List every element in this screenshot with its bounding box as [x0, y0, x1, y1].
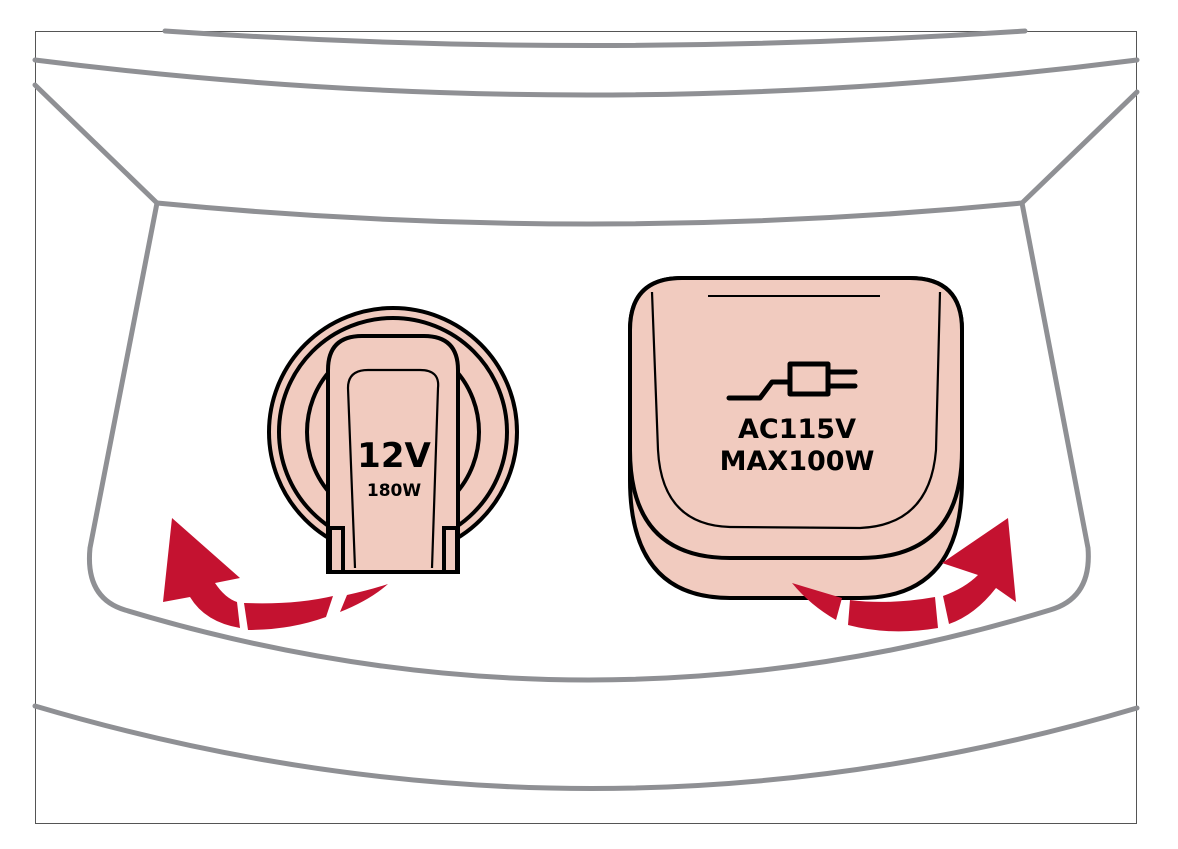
outlet-ac-cover[interactable]: [628, 276, 964, 560]
outlet-ac[interactable]: AC115V MAX100W: [628, 276, 964, 600]
plug-icon: [726, 361, 858, 401]
socket-12v[interactable]: 12V 180W: [267, 306, 519, 574]
outlet-ac-voltage: AC115V: [738, 414, 856, 445]
socket-12v-power: 180W: [367, 481, 421, 501]
socket-12v-voltage: 12V: [357, 436, 431, 476]
socket-12v-cap[interactable]: [326, 334, 460, 574]
frame: [35, 31, 1137, 824]
open-direction-arrow-right: [792, 518, 1016, 632]
open-direction-arrow-left: [163, 518, 388, 630]
outlet-ac-power: MAX100W: [720, 446, 875, 477]
console-outline: [32, 28, 1140, 791]
